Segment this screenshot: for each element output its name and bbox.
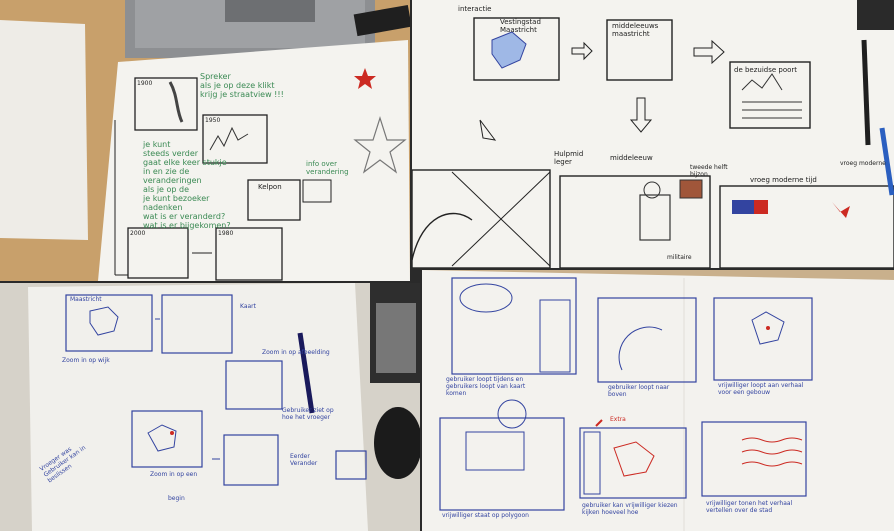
note: middeleeuws bbox=[612, 22, 659, 30]
note: gaat elke keer stukje bbox=[143, 158, 227, 167]
note: als je op deze klikt bbox=[200, 81, 275, 90]
note: info over bbox=[306, 160, 337, 168]
note: vrijwilliger tonen het verhaal bbox=[706, 500, 793, 507]
note: voor een gebouw bbox=[718, 389, 771, 396]
year-label: 1900 bbox=[137, 80, 153, 87]
note: Kaart bbox=[240, 303, 257, 310]
note: krijg je straatview !!! bbox=[200, 90, 284, 99]
note: vertellen over de stad bbox=[706, 507, 773, 514]
panel-bottom-right: gebruiker loopt tijdens en gebruikers lo… bbox=[422, 270, 894, 531]
note: Hulpmid bbox=[554, 150, 584, 158]
note: middeleeuw bbox=[610, 154, 653, 162]
panel-top-left: Spreker als je op deze klikt krijg je st… bbox=[0, 0, 410, 281]
note: vroeg moderne bbox=[840, 160, 886, 167]
note: steeds verder bbox=[143, 149, 199, 158]
note: komen bbox=[446, 390, 467, 397]
note: bijzon bbox=[690, 171, 708, 178]
note: Kelpon bbox=[258, 183, 282, 191]
storyboard-sketch-3 bbox=[28, 283, 420, 531]
note: Maastricht bbox=[500, 26, 537, 34]
note: Vestingstad bbox=[500, 18, 541, 26]
note: leger bbox=[554, 158, 572, 166]
note: interactie bbox=[458, 5, 492, 13]
note: je kunt bezoeker bbox=[143, 194, 210, 203]
note: als je op de bbox=[143, 185, 190, 194]
note: Eerder bbox=[290, 453, 310, 460]
note: Verander bbox=[290, 460, 318, 467]
note: maastricht bbox=[612, 30, 650, 38]
outline-star bbox=[353, 116, 407, 174]
note: Zoom in op afbeelding bbox=[262, 349, 330, 356]
note: Gebruiker ziet op bbox=[282, 407, 334, 414]
note: gebruiker loopt naar bbox=[608, 384, 670, 391]
pen bbox=[879, 127, 894, 196]
note: vrijwilliger loopt aan verhaal bbox=[718, 382, 804, 389]
pen bbox=[861, 39, 871, 146]
storyboard-sketch-1 bbox=[0, 0, 410, 281]
storyboard-sketch-2 bbox=[412, 0, 894, 268]
note: verandering bbox=[306, 168, 349, 176]
note: kijken hoeveel hoe bbox=[582, 509, 639, 516]
storyboard-sketch-4 bbox=[422, 270, 894, 531]
note: gebruiker loopt tijdens en bbox=[446, 376, 524, 383]
note: Zoom in op een bbox=[150, 471, 198, 478]
note: veranderingen bbox=[143, 176, 202, 185]
year-label: 1980 bbox=[218, 230, 234, 237]
phone bbox=[857, 0, 894, 30]
pen bbox=[353, 4, 410, 37]
panel-bottom-left: Maastricht Zoom in op wijk Kaart Zoom in… bbox=[0, 283, 420, 531]
note: vrijwilliger staat op polygoon bbox=[442, 512, 529, 519]
year-label: 1950 bbox=[205, 117, 221, 124]
pen bbox=[297, 332, 315, 414]
note: vroeg moderne tijd bbox=[750, 176, 817, 184]
note: Extra bbox=[610, 416, 626, 423]
note: begin bbox=[168, 495, 185, 502]
year-label: 2000 bbox=[130, 230, 146, 237]
note: tweede helft bbox=[690, 164, 728, 171]
note: in en zie de bbox=[143, 167, 190, 176]
note: gebruikers loopt van kaart bbox=[446, 383, 526, 390]
note: Maastricht bbox=[70, 296, 102, 303]
note: boven bbox=[608, 391, 627, 398]
panel-top-right: interactie Vestingstad Maastricht middel… bbox=[412, 0, 894, 268]
mouse bbox=[374, 407, 420, 479]
note: Spreker bbox=[200, 72, 231, 81]
note: je kunt bbox=[143, 140, 171, 149]
note: militaire bbox=[667, 254, 692, 261]
note: nadenken bbox=[143, 203, 183, 212]
note: wat is er bijgekomen? bbox=[143, 221, 231, 230]
note: hoe het vroeger bbox=[282, 414, 331, 421]
note: wat is er veranderd? bbox=[143, 212, 226, 221]
note: gebruiker kan vrijwilliger kiezen bbox=[582, 502, 678, 509]
blank-sheet bbox=[0, 20, 88, 240]
note: de bezuidse poort bbox=[734, 66, 798, 74]
red-star bbox=[354, 68, 376, 89]
note: Zoom in op wijk bbox=[62, 357, 110, 364]
